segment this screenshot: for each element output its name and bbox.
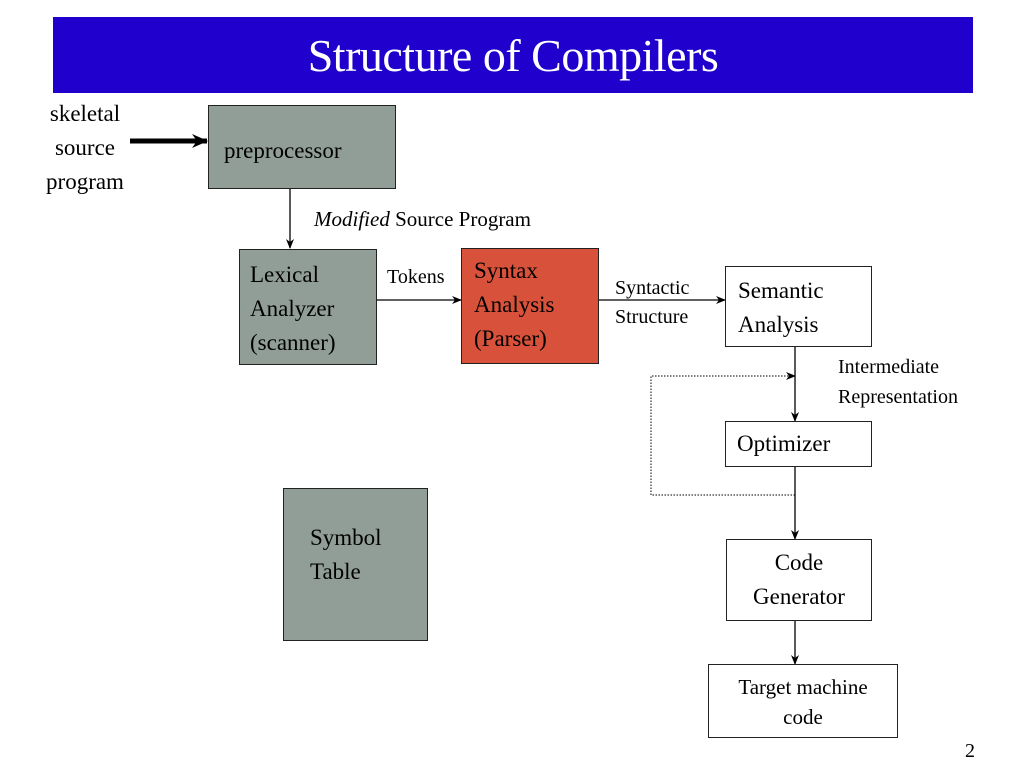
modified-italic: Modified (314, 207, 390, 231)
edge-label-line: Syntactic (615, 277, 690, 299)
node-label: Syntax (474, 258, 538, 283)
node-label: code (783, 705, 823, 729)
input-label-line: skeletal (49, 101, 121, 126)
node-label: Semantic (738, 278, 824, 303)
node-label: (scanner) (250, 330, 336, 355)
node-label: Target machine (738, 675, 868, 699)
title-banner: Structure of Compilers (53, 17, 973, 93)
edge-label-line: Intermediate (838, 356, 940, 378)
edge-label-line: Structure (615, 306, 689, 328)
slide-title: Structure of Compilers (307, 29, 719, 81)
syntax-analysis-node: Syntax Analysis (Parser) (461, 248, 599, 364)
modified-source-label: Modified Source Program (314, 207, 531, 232)
node-label: Analysis (738, 312, 819, 337)
node-label: Optimizer (737, 431, 831, 456)
node-label: Lexical (250, 262, 319, 287)
intermediate-representation-label: Intermediate Representation (838, 352, 958, 412)
semantic-analysis-node: Semantic Analysis (725, 266, 872, 347)
lexical-analyzer-node: Lexical Analyzer (scanner) (239, 249, 377, 365)
page-number: 2 (965, 740, 975, 762)
node-label: Symbol (310, 525, 382, 550)
node-label: Table (310, 559, 361, 584)
node-label: Generator (753, 584, 845, 609)
node-label: Analyzer (250, 296, 335, 321)
node-label: (Parser) (474, 326, 547, 351)
edge-label-line: Representation (838, 386, 958, 408)
input-label-line: program (46, 169, 124, 194)
node-label: Analysis (474, 292, 555, 317)
input-label-line: source (54, 135, 116, 160)
preprocessor-node: preprocessor (208, 105, 396, 189)
tokens-label: Tokens (387, 266, 445, 288)
optimizer-node: Optimizer (725, 421, 872, 467)
source-program-text: Source Program (389, 207, 531, 231)
node-label: Code (774, 550, 824, 575)
input-label: skeletal source program (30, 97, 140, 199)
code-generator-node: Code Generator (726, 539, 872, 621)
node-label: preprocessor (224, 138, 342, 163)
syntactic-structure-label: Syntactic Structure (615, 274, 689, 332)
target-code-node: Target machine code (708, 664, 898, 738)
symbol-table-node: Symbol Table (283, 488, 428, 641)
